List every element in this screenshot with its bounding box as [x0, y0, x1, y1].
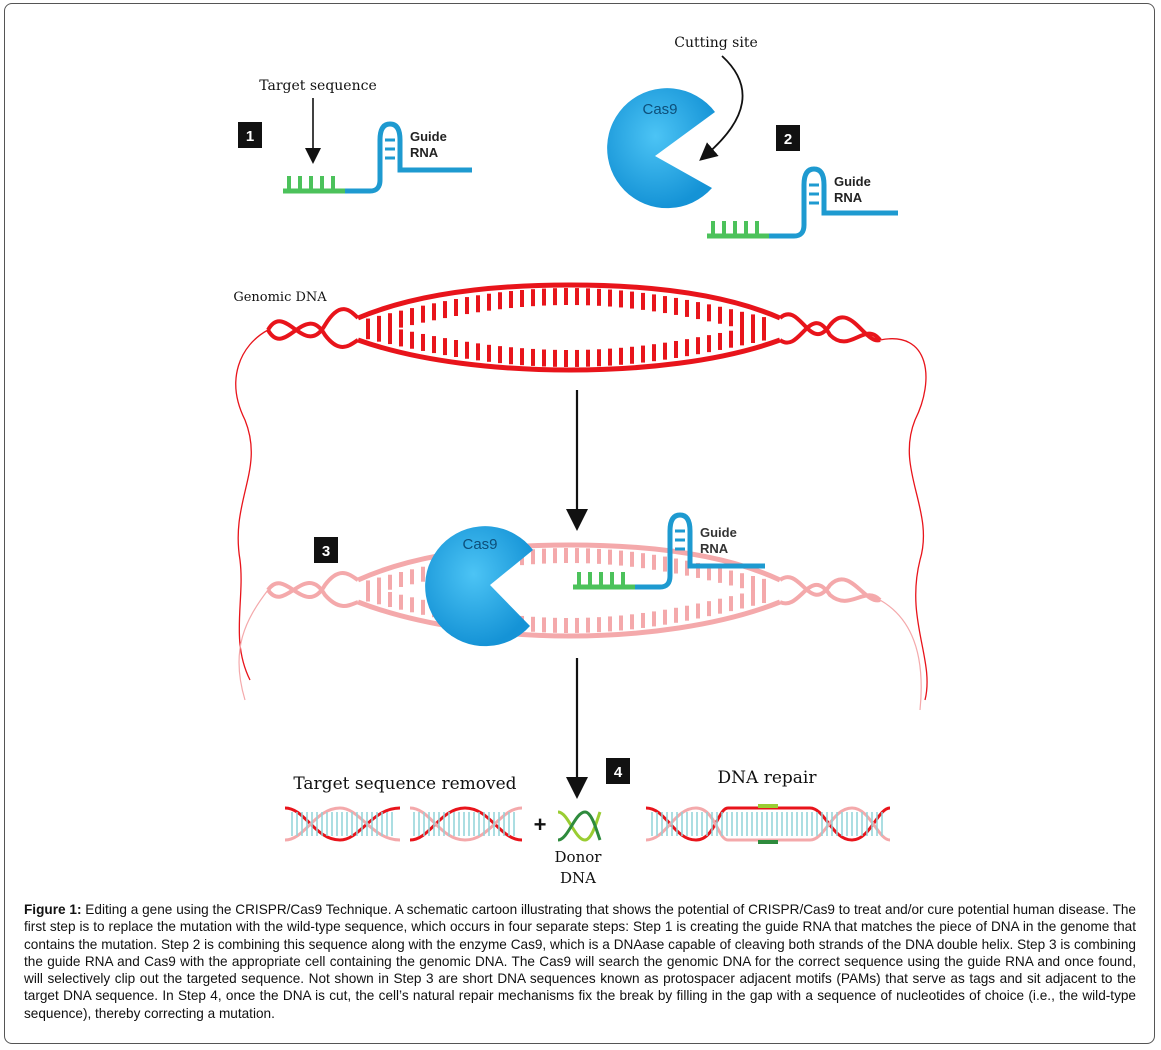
step-2-badge — [776, 125, 800, 151]
step-3-group: 3 Cas9 Guide RNA — [238, 512, 922, 711]
repaired-dna — [645, 804, 891, 844]
guide-rna-1-label-line2: RNA — [410, 145, 439, 160]
cas9-label-1: Cas9 — [642, 101, 677, 118]
step-1-group: 1 Target sequence Guide RNA — [238, 78, 472, 194]
guide-rna-3-label-line2: RNA — [700, 541, 729, 556]
genomic-dna-label: Genomic DNA — [233, 290, 327, 305]
step-1-number: 1 — [246, 128, 254, 145]
cut-dna-right — [409, 806, 523, 842]
genomic-dna-rungs — [366, 288, 766, 367]
guide-rna-2-label-line1: Guide — [834, 174, 871, 189]
plus-sign: + — [534, 812, 547, 837]
step-3-number: 3 — [322, 543, 330, 560]
target-sequence-green-3 — [573, 572, 637, 590]
donor-dna — [557, 810, 602, 842]
step-2-group: Cutting site Cas9 2 Guide RNA — [607, 35, 898, 239]
cut-dna-left — [284, 806, 401, 842]
target-sequence-label: Target sequence — [259, 78, 377, 94]
caption-text: Editing a gene using the CRISPR/Cas9 Tec… — [24, 902, 1136, 1021]
caption-prefix: Figure 1: — [24, 902, 82, 917]
guide-rna-2 — [769, 166, 898, 239]
genomic-dna: Genomic DNA — [233, 282, 928, 701]
target-removed-label: Target sequence removed — [293, 774, 516, 794]
guide-rna-3 — [635, 512, 765, 590]
guide-rna-1-label-line1: Guide — [410, 129, 447, 144]
step-4-number: 4 — [614, 764, 623, 781]
crispr-diagram: 1 Target sequence Guide RNA Cutting site… — [233, 35, 928, 887]
donor-label-line2: DNA — [560, 869, 596, 887]
step-3-badge — [314, 537, 338, 563]
cas9-label-2: Cas9 — [462, 536, 497, 553]
cutting-site-arrow — [699, 55, 744, 161]
step-1-badge — [238, 122, 262, 148]
guide-rna-2-label-line2: RNA — [834, 190, 863, 205]
donor-label-line1: Donor — [555, 848, 603, 866]
figure-caption: Figure 1: Editing a gene using the CRISP… — [24, 901, 1136, 1022]
cas9-enzyme-2 — [425, 526, 533, 647]
step-2-number: 2 — [784, 131, 792, 148]
step-4-group: 4 Target sequence removed DNA repair + D… — [284, 758, 891, 887]
dna-repair-label: DNA repair — [718, 768, 818, 788]
cutting-site-label: Cutting site — [674, 35, 757, 51]
guide-rna-3-label-line1: Guide — [700, 525, 737, 540]
target-sequence-green-2 — [707, 221, 771, 239]
target-sequence-green — [283, 176, 347, 194]
cas9-enzyme-1 — [607, 88, 715, 209]
guide-rna-1 — [345, 121, 472, 194]
step-4-badge — [606, 758, 630, 784]
